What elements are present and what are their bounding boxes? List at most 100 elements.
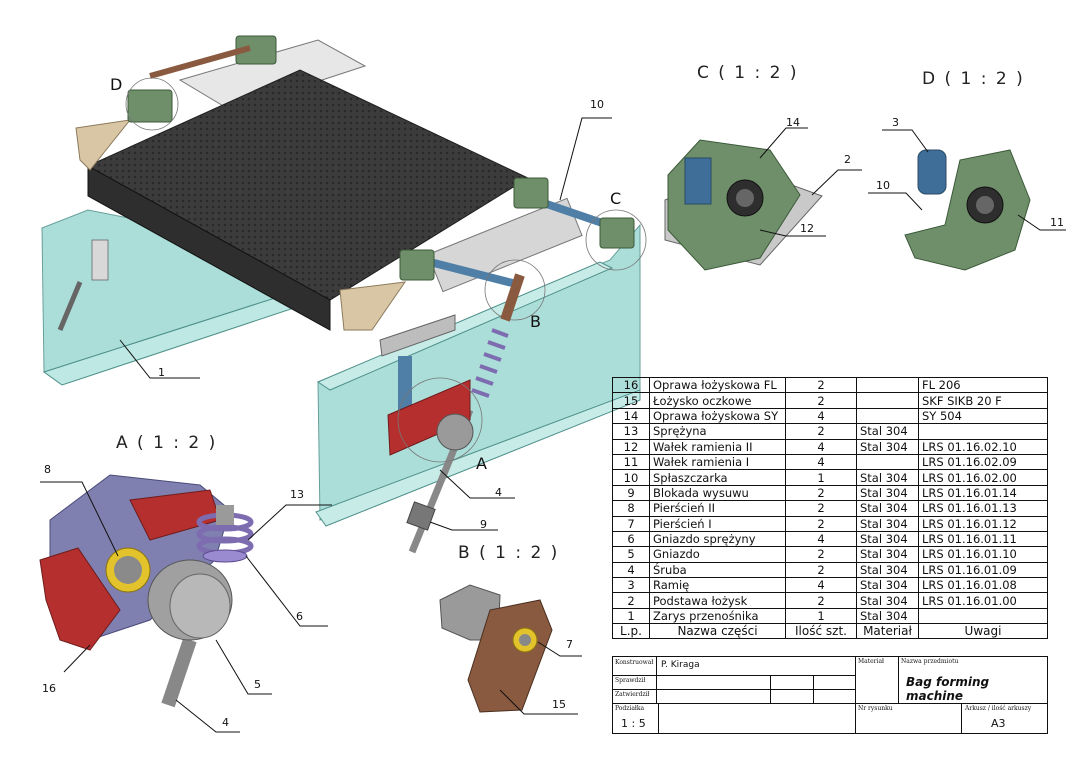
bom-qty: 4 (785, 577, 857, 594)
detail-c-view (664, 127, 862, 271)
bom-header-cell: L.p. (612, 623, 650, 640)
callout-a-16: 16 (42, 682, 56, 695)
conveyor-belt-front (87, 165, 331, 331)
right-guard (339, 281, 407, 331)
bom-material (856, 392, 919, 409)
bom-notes (918, 607, 1048, 625)
detail-d-blue-ring (917, 149, 947, 195)
bom-notes: LRS 01.16.01.10 (918, 546, 1048, 563)
mounting-plate (379, 314, 456, 357)
main-assembly-view (41, 35, 647, 554)
detail-a-rod (216, 505, 234, 525)
bom-notes (918, 423, 1048, 440)
bom-lp: 6 (612, 530, 650, 548)
bom-part-name: Ramię (649, 577, 786, 594)
bom-notes: SY 504 (918, 407, 1048, 425)
leader-a-13 (247, 504, 332, 541)
bom-qty: 2 (785, 376, 857, 394)
bom-material: Stal 304 (856, 546, 919, 563)
callout-main-1: 1 (158, 366, 165, 379)
bom-material: Stal 304 (856, 423, 919, 440)
detail-d-bore-inner (976, 196, 994, 214)
title-block: Konstruował P. Kiraga Sprawdził Zatwierd… (612, 656, 1048, 734)
bom-qty: 2 (785, 561, 857, 579)
spring-main (471, 328, 509, 398)
bearing-housing-mid-3 (599, 217, 635, 249)
bom-lp: 1 (612, 607, 650, 625)
detail-d-view (868, 129, 1066, 271)
bom-part-name: Wałek ramienia II (649, 438, 786, 455)
bom-lp: 7 (612, 515, 650, 532)
leader-c-2 (811, 169, 862, 196)
callout-a-6: 6 (296, 610, 303, 623)
leader-d-11 (1017, 214, 1066, 231)
bom-header-cell: Ilość szt. (785, 623, 857, 640)
bom-part-name: Pierścień I (649, 515, 786, 532)
socket-cylinder (436, 413, 474, 451)
leader-b-15 (499, 689, 578, 715)
bom-part-name: Sprężyna (649, 423, 786, 440)
bom-part-name: Oprawa łożyskowa FL (649, 376, 786, 394)
bom-qty: 2 (785, 515, 857, 532)
bom-lp: 16 (612, 376, 650, 394)
bom-lp: 3 (612, 577, 650, 594)
callout-d-11: 11 (1050, 216, 1064, 229)
detail-b-rod-end (467, 599, 553, 713)
bom-material (856, 453, 919, 471)
callout-a-4: 4 (222, 716, 229, 729)
callout-a-5: 5 (254, 678, 261, 691)
leader-d-3 (882, 129, 929, 153)
bom-header-cell: Nazwa części (649, 623, 786, 640)
bom-part-name: Blokada wysuwu (649, 484, 786, 502)
leader-b-7 (537, 641, 582, 657)
detail-b-view (439, 584, 582, 715)
bom-notes: LRS 01.16.01.14 (918, 484, 1048, 502)
bom-material (856, 376, 919, 394)
bom-material: Stal 304 (856, 515, 919, 532)
bom-qty: 1 (785, 607, 857, 625)
leader-main-10 (559, 117, 612, 201)
detail-a-spring (196, 512, 254, 563)
detail-a-title: A ( 1 : 2 ) (116, 433, 217, 453)
bom-part-name: Łożysko oczkowe (649, 392, 786, 409)
leader-c-12 (759, 229, 826, 237)
bom-part-name: Podstawa łożysk (649, 592, 786, 609)
detail-c-blue-ring (684, 157, 712, 205)
bom-lp: 15 (612, 392, 650, 409)
leader-a-5 (215, 639, 272, 695)
bom-notes: FL 206 (918, 376, 1048, 394)
bom-material (856, 407, 919, 425)
bom-lp: 10 (612, 469, 650, 486)
bom-notes: LRS 01.16.01.09 (918, 561, 1048, 579)
bom-qty: 2 (785, 546, 857, 563)
marker-b: B (530, 312, 541, 331)
product-label: Nazwa przedmiotu (901, 658, 959, 665)
bom-notes: LRS 01.16.02.00 (918, 469, 1048, 486)
bom-qty: 4 (785, 530, 857, 548)
blocking-nut (406, 501, 436, 531)
bom-lp: 4 (612, 561, 650, 579)
bom-header-cell: Materiał (856, 623, 919, 640)
leader-a-16 (63, 644, 91, 673)
detail-c-bore-inner (736, 189, 754, 207)
leader-a-8 (40, 481, 119, 557)
bom-material: Stal 304 (856, 577, 919, 594)
marker-a: A (476, 454, 487, 473)
rod-end-main (500, 273, 525, 322)
bom-material: Stal 304 (856, 484, 919, 502)
detail-a-red-plate (39, 547, 121, 651)
leader-main-9 (429, 521, 498, 531)
callout-d-3: 3 (892, 116, 899, 129)
bom-material: Stal 304 (856, 438, 919, 455)
bom-material: Stal 304 (856, 469, 919, 486)
